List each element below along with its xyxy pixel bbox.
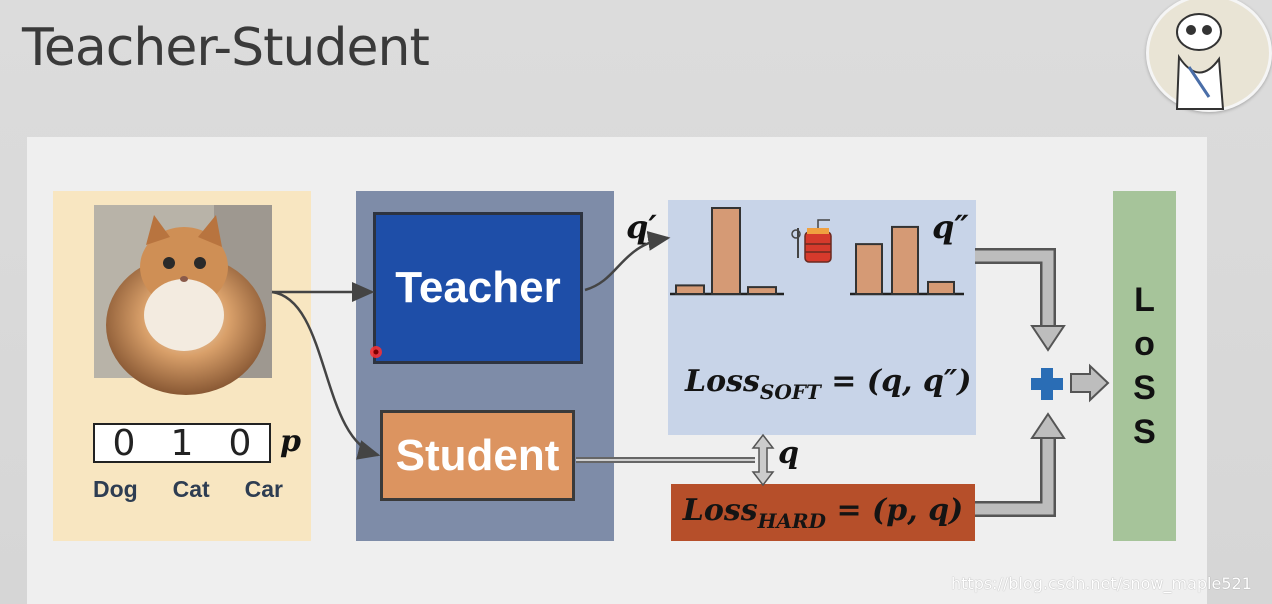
one-hot-label-vector: 0 1 0	[93, 422, 271, 464]
hard-loss-subscript: HARD	[757, 508, 826, 533]
distillation-apparatus-icon	[791, 219, 832, 263]
double-arrow-icon	[751, 433, 775, 487]
hard-label-symbol: p	[280, 424, 301, 459]
softened-output-label: q″	[932, 208, 969, 246]
soft-loss-prefix: Loss	[685, 364, 760, 399]
hard-loss-prefix: Loss	[682, 492, 758, 528]
plus-icon	[1031, 368, 1063, 400]
student-model: Student	[380, 410, 575, 501]
arrow-teacher-to-soft	[584, 231, 671, 292]
hard-loss-section: LossHARD = (p, q)	[671, 484, 975, 541]
total-loss-box: L o S S	[1113, 191, 1176, 541]
distribution-bar	[711, 207, 741, 295]
distribution-bar	[855, 243, 883, 295]
loss-letter: L	[1134, 281, 1155, 319]
diagram-connectors	[271, 207, 1110, 517]
hard-loss-args: = (p, q)	[826, 492, 964, 528]
loss-letter: o	[1134, 325, 1155, 363]
avatar-cartoon-icon	[1175, 13, 1225, 110]
class-labels: Dog Cat Car	[93, 476, 283, 503]
distribution-bar	[891, 225, 919, 295]
plus-to-loss-arrow	[1070, 363, 1110, 403]
watermark: https://blog.csdn.net/snow_maple521	[951, 574, 1252, 593]
slide-title: Teacher-Student	[22, 18, 430, 78]
hard-loss-formula: LossHARD = (p, q)	[683, 493, 964, 533]
avatar	[1146, 0, 1272, 112]
arrow-image-to-student	[271, 290, 381, 460]
class-label-cat: Cat	[172, 476, 210, 502]
soft-to-plus-arrow	[975, 248, 1066, 352]
distribution-bar	[927, 280, 955, 295]
loss-letter: S	[1133, 369, 1156, 407]
student-output-label: q	[778, 436, 799, 471]
soft-loss-args: = (q, q″)	[820, 364, 972, 399]
class-label-car: Car	[244, 476, 283, 502]
distribution-bar	[747, 286, 777, 295]
teacher-distribution-chart	[670, 207, 784, 296]
softened-distribution-chart	[850, 225, 964, 296]
label-value: 0	[112, 422, 136, 464]
soft-loss-subscript: SOFT	[759, 380, 821, 404]
distribution-bar	[675, 284, 705, 295]
label-value: 0	[228, 422, 252, 464]
class-label-dog: Dog	[93, 476, 138, 502]
cat-image	[94, 205, 272, 395]
loss-letter: S	[1133, 413, 1156, 451]
hard-to-plus-arrow	[975, 412, 1066, 517]
teacher-model: Teacher	[373, 212, 583, 364]
label-value: 1	[170, 422, 194, 464]
soft-loss-formula: LossSOFT = (q, q″)	[685, 364, 972, 404]
pointer-dot-icon	[370, 346, 382, 358]
